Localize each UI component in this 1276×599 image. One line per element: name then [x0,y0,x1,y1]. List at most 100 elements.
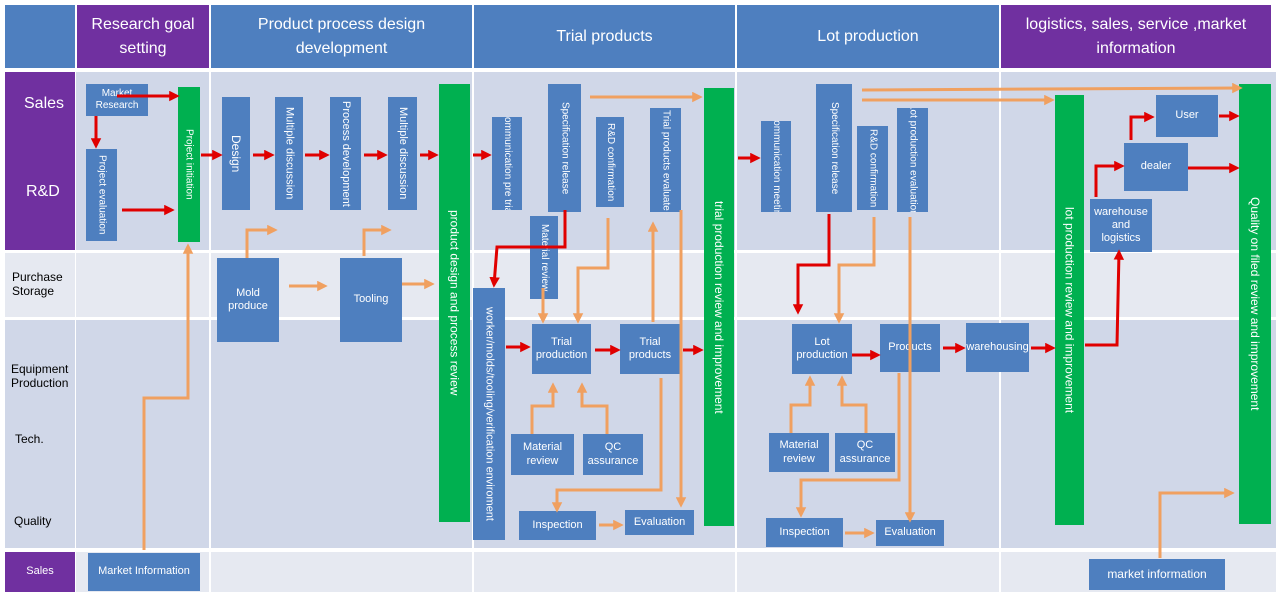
trial-qc-assurance-box: QC assurance [583,434,643,475]
multiple-discussion-label-1: Multiple discussion [283,107,296,200]
process-development-label: Process development [340,100,353,207]
trial-qc-assurance-label: QC assurance [587,441,639,467]
market-research-label: Market Research [95,88,139,111]
trial-material-review-label: Material review [522,441,563,467]
user-label: User [1175,109,1199,122]
column-divider [209,72,211,592]
project-initiation-label: Project initiation [183,129,195,200]
trial-material-review-vertical-box: Material review [530,216,558,299]
market-research-box: Market Research [86,84,148,116]
trial-production-box: Trial production [532,324,591,374]
trial-products-evaluate-box: Trial products evaluate [650,108,681,212]
project-evaluation-box: Project evaluation [86,149,117,241]
communication-meeting-box: Communication meeting [761,121,791,212]
trial-production-label: Trial production [535,335,588,361]
trial-material-review-box: Material review [511,434,574,475]
lot-production-label: Lot production [796,335,848,361]
lot-spec-release-label: Specification release [829,101,840,195]
trial-products-evaluate-label: Trial products evaluate [660,109,672,211]
lane-label-sales: Sales [24,95,65,112]
trial-material-review-vertical-label: Material review [539,223,550,292]
lot-evaluation-box: Evaluation [876,520,944,546]
design-label: Design [229,134,244,173]
market-information-label: Market Information [98,565,190,578]
header-lot: Lot production [737,5,999,68]
lane-label-production: Equipment Production [11,362,75,391]
lane-sales-rd: Sales R&D [5,72,75,250]
trial-review-bar: trial production review and improvement [704,88,734,526]
communication-meeting-label: Communication meeting [771,121,782,212]
project-evaluation-label: Project evaluation [96,155,108,235]
trial-review-label: trial production review and improvement [712,200,726,414]
market-information-box: Market Information [88,553,200,591]
project-initiation-bar: Project initiation [178,87,200,242]
multiple-discussion-box-1: Multiple discussion [275,97,303,210]
trial-spec-release-label: Specification release [559,101,571,195]
lot-inspection-box: Inspection [766,518,843,547]
header-corner [5,5,75,68]
design-box: Design [222,97,250,210]
lane-label-sales-bottom: Sales [26,565,54,578]
lane-label-purchase: Purchase Storage [12,270,74,299]
lane-label-bg-purchase [5,253,75,317]
lot-production-box: Lot production [792,324,852,374]
header-trial-label: Trial products [556,27,653,45]
lot-material-review-label: Material review [779,439,819,465]
lot-qc-assurance-label: QC assurance [839,439,891,465]
logistics-market-information-label: market information [1107,567,1207,582]
header-design: Product process design development [211,5,472,68]
lot-material-review-box: Material review [769,433,829,472]
lot-qc-assurance-box: QC assurance [835,433,895,472]
header-trial: Trial products [474,5,735,68]
header-research-label: Research goal setting [91,16,195,57]
mold-produce-box: Mold produce [217,258,279,342]
lot-rd-confirmation-label: R&D confirmation [867,128,879,208]
multiple-discussion-box-2: Multiple discussion [388,97,417,210]
trial-rd-confirmation-box: R&D confirmation [596,117,624,207]
lane-band-sales-bottom [76,552,1276,592]
lot-production-evaluation-label: Lot production evaluation [907,108,919,212]
lane-label-quality: Quality [14,514,51,528]
trial-evaluation-box: Evaluation [625,510,694,535]
trial-rd-confirmation-label: R&D confirmation [605,122,616,202]
trial-inspection-box: Inspection [519,511,596,540]
lot-inspection-label: Inspection [779,525,830,538]
tooling-label: Tooling [353,293,389,306]
column-divider [735,72,737,592]
environment-box: worker/molds/tooling/verification enviro… [473,288,505,540]
warehouse-logistics-label: warehouse and logistics [1094,205,1148,245]
lot-review-bar: lot production review and improvement [1055,95,1084,525]
warehouse-logistics-box: warehouse and logistics [1090,199,1152,252]
header-research: Research goal setting [77,5,209,68]
header-lot-label: Lot production [817,27,919,45]
communication-pre-trial-label: communication pre trial [502,117,513,210]
lane-label-quality-text: Quality [14,514,52,528]
trial-evaluation-label: Evaluation [633,515,686,528]
lot-spec-release-box: Specification release [816,84,852,212]
dealer-label: dealer [1140,160,1172,173]
trial-spec-release-box: Specification release [548,84,581,212]
communication-pre-trial-box: communication pre trial [492,117,522,210]
trial-products-label: Trial products [628,335,672,361]
header-design-label: Product process design development [257,16,426,57]
environment-label: worker/molds/tooling/verification enviro… [483,307,496,521]
lane-label-tech-text: Tech. [15,432,44,446]
design-review-bar: product design and process review [439,84,470,522]
logistics-market-information-box: market information [1089,559,1225,590]
multiple-discussion-label-2: Multiple discussion [397,107,410,200]
trial-inspection-label: Inspection [532,518,583,531]
dealer-box: dealer [1124,143,1188,191]
lot-rd-confirmation-box: R&D confirmation [857,126,888,210]
lane-label-bg-production [5,320,75,548]
lot-evaluation-label: Evaluation [884,526,936,539]
header-logistics-label: logistics, sales, service ,market inform… [1025,16,1247,57]
lane-label-production-text: Equipment Production [11,362,69,391]
lane-label-tech: Tech. [15,432,44,446]
mold-produce-label: Mold produce [228,286,268,312]
lane-label-purchase-text: Purchase Storage [12,270,63,299]
trial-products-box: Trial products [620,324,680,374]
header-logistics: logistics, sales, service ,market inform… [1001,5,1271,68]
process-development-box: Process development [330,97,361,210]
lot-production-evaluation-box: Lot production evaluation [897,108,928,212]
field-quality-review-label: Quality on filed review and improvement [1248,197,1262,411]
